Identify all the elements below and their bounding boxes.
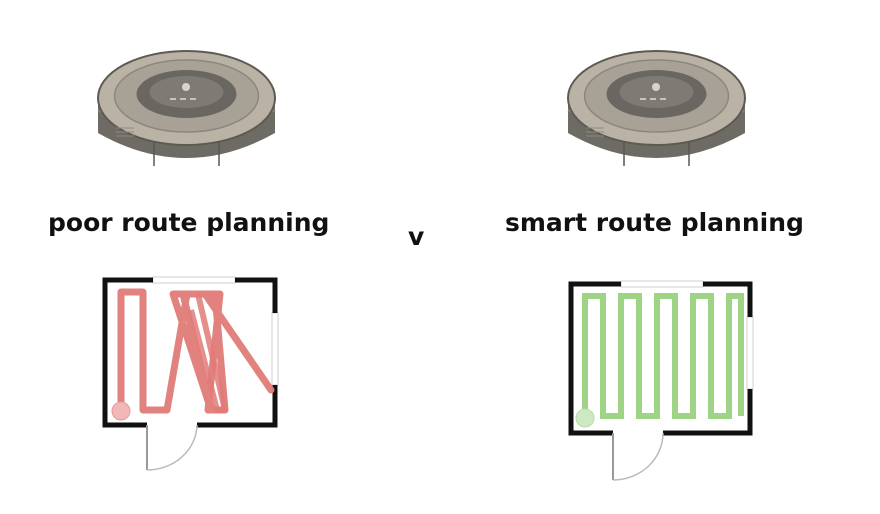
robot-vacuum-right-icon	[564, 48, 749, 173]
versus-label: v	[408, 222, 425, 251]
floor-plan-poor-route	[95, 270, 290, 475]
floor-plan-smart-route	[563, 274, 758, 486]
poor-route-caption: poor route planning	[48, 208, 330, 237]
smart-route-caption: smart route planning	[505, 208, 804, 237]
robot-vacuum-left-icon	[94, 48, 279, 173]
